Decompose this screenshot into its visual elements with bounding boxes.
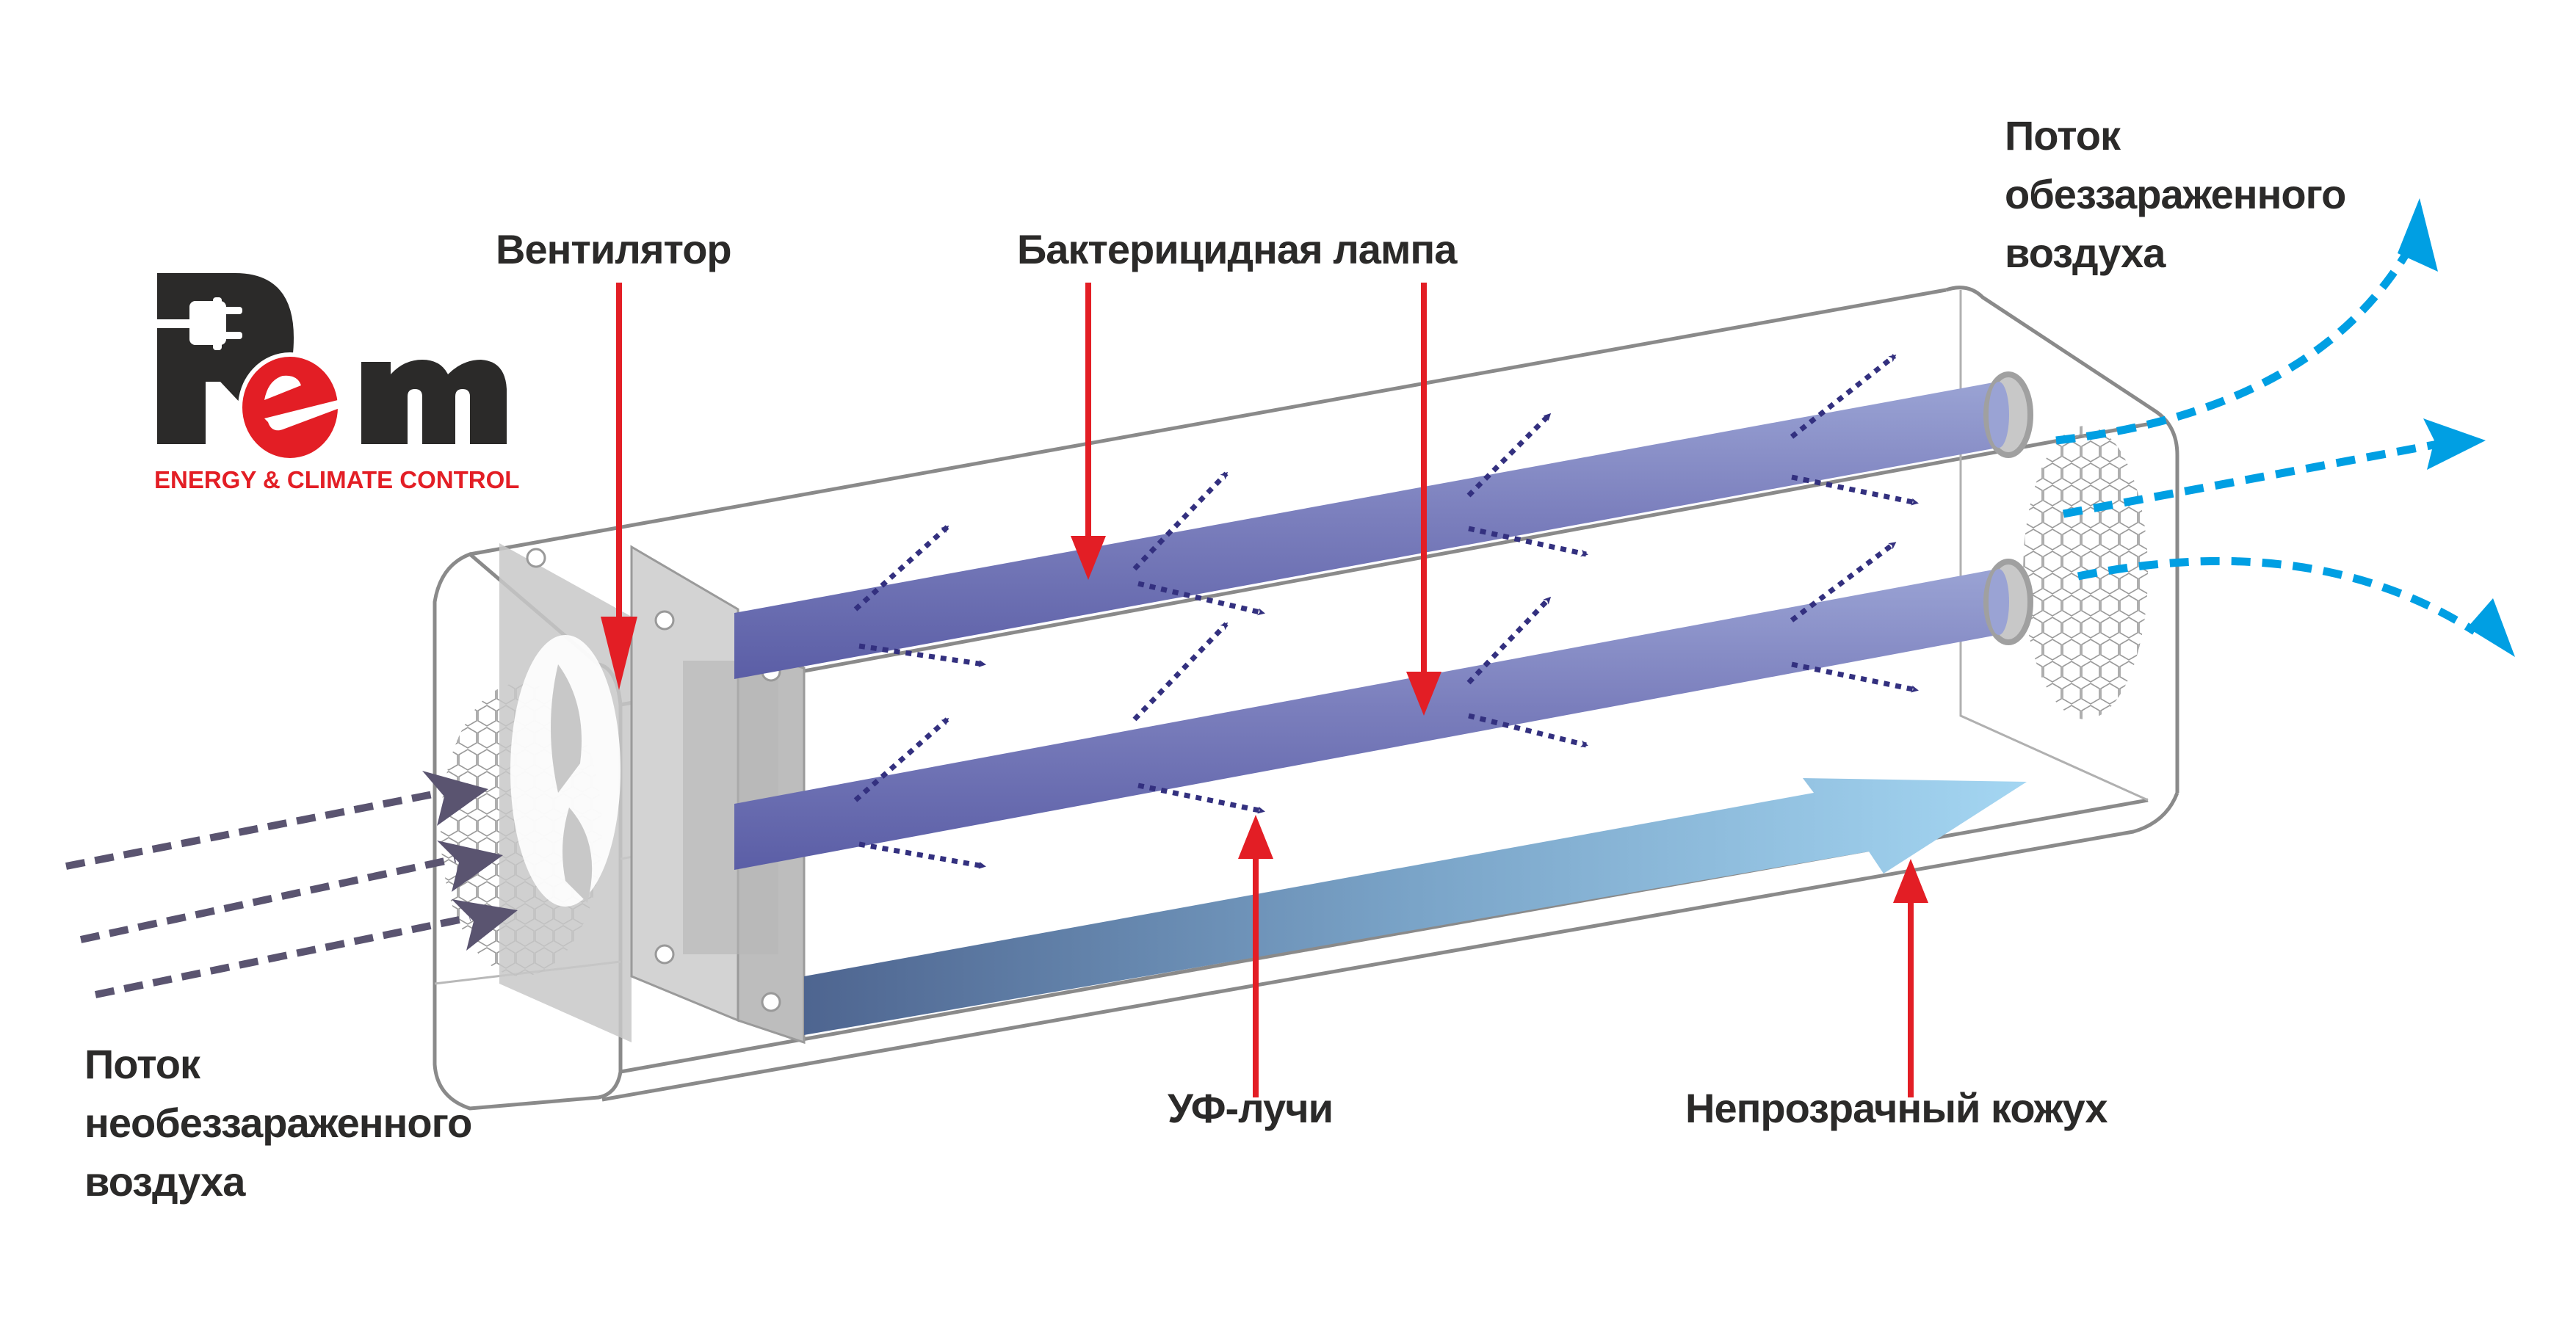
housing-right-face	[1945, 286, 2179, 793]
uv-lamp-tube-lower	[734, 559, 2033, 870]
logo	[157, 273, 507, 462]
housing-top-front-edge	[620, 420, 2160, 707]
internal-airflow-arrow	[804, 778, 2027, 1035]
dirty-air-inflow-arrows	[65, 771, 518, 998]
label-dirty-air-line-3: воздуха	[84, 1158, 245, 1205]
label-uv-rays: УФ-лучи	[1168, 1085, 1334, 1131]
fan-icon	[499, 543, 806, 1045]
pointer-fan	[616, 283, 622, 635]
label-fan: Вентилятор	[496, 226, 732, 272]
logo-m-letter	[361, 360, 507, 444]
red-pointer-arrows	[601, 283, 1928, 1097]
uv-lamp-tube-upper	[734, 371, 2033, 679]
clean-air-outflow-arrows	[2055, 198, 2515, 657]
uv-rays	[853, 354, 1919, 869]
label-clean-air-line-3: воздуха	[2005, 230, 2166, 276]
label-dirty-air-line-1: Поток	[84, 1041, 200, 1087]
label-clean-air-line-2: обеззараженного	[2005, 171, 2346, 217]
label-clean-air-line-1: Поток	[2005, 112, 2121, 159]
label-clean-air: Поток обеззараженного воздуха	[2005, 106, 2346, 283]
label-lamp: Бактерицидная лампа	[1017, 226, 1457, 272]
housing-bottom-edge	[601, 792, 2179, 1102]
label-dirty-air: Поток необеззараженного воздуха	[84, 1035, 472, 1211]
housing-top-edge	[469, 288, 1947, 556]
logo-tagline: ENERGY & CLIMATE CONTROL	[154, 466, 520, 493]
pointer-lamp-upper	[1085, 283, 1091, 554]
label-housing: Непрозрачный кожух	[1685, 1085, 2108, 1131]
plug-icon	[157, 297, 242, 350]
pointer-housing	[1908, 896, 1914, 1097]
label-dirty-air-line-2: необеззараженного	[84, 1100, 472, 1146]
pointer-uv-rays	[1253, 855, 1259, 1097]
pointer-lamp-lower	[1421, 283, 1427, 690]
